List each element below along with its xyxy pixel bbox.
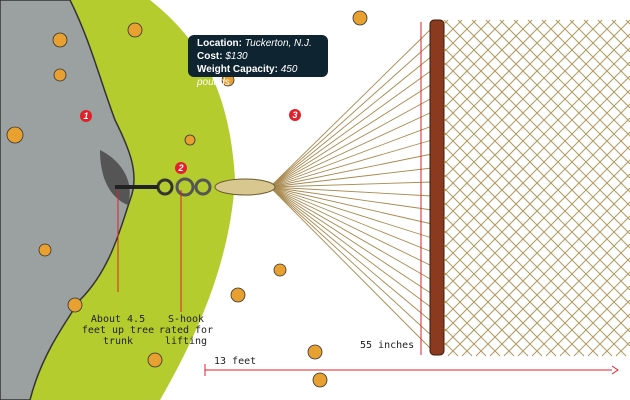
rope-strand: [269, 186, 433, 253]
cost-value: $130: [225, 51, 248, 62]
rope-strand: [269, 111, 433, 188]
net-strand: [443, 257, 543, 357]
net-strand: [443, 159, 630, 347]
arrow-head: [611, 365, 619, 375]
net-strand: [443, 201, 599, 357]
net-strand: [443, 173, 627, 357]
net-strand: [443, 19, 630, 207]
rope-strand: [269, 181, 433, 188]
rope-strand: [269, 186, 433, 281]
leaves: [6, 10, 368, 388]
cost-row: Cost: $130: [197, 50, 328, 63]
spreader-bar: [429, 19, 445, 356]
location-value: Tuckerton, N.J.: [244, 38, 312, 49]
rope-strand: [269, 27, 433, 188]
net-strand: [443, 61, 630, 249]
net-strand: [443, 327, 473, 357]
rope-strand: [269, 186, 433, 309]
length-label: 13 feet: [214, 356, 257, 367]
tree-height-label: About 4.5 feet up tree trunk: [81, 314, 155, 347]
rope-strand: [269, 186, 433, 197]
net-strand: [443, 47, 630, 235]
net-strand: [443, 271, 529, 357]
rope-strand: [269, 55, 433, 188]
rope-strand: [269, 186, 433, 337]
net-strand: [443, 285, 515, 357]
rope-strand: [269, 186, 433, 211]
rope-strand: [269, 153, 433, 188]
tree-knot: [100, 150, 130, 205]
rope-strand: [269, 69, 433, 188]
width-label: 55 inches: [360, 340, 415, 351]
net-strand: [443, 215, 585, 357]
hammock-ropes: [269, 27, 433, 351]
net-strand: [559, 285, 630, 357]
rope-strand: [269, 186, 433, 225]
net-strand: [443, 187, 613, 357]
net-strand: [573, 299, 630, 357]
rope-strand: [269, 186, 433, 323]
marker-2: 2: [175, 162, 187, 174]
rope-strand: [269, 167, 433, 188]
rope-strand: [269, 186, 433, 239]
location-label: Location:: [197, 38, 242, 49]
marker-3: 3: [289, 109, 301, 121]
capacity-value: 450 pounds: [197, 64, 298, 88]
rope-knot: [214, 178, 276, 196]
net-strand: [531, 257, 630, 357]
net-strand: [443, 243, 557, 357]
net-strand: [443, 145, 630, 333]
net-strand: [443, 75, 630, 263]
net-strand: [443, 313, 487, 357]
net-strand: [615, 341, 630, 357]
hammock-net: [443, 19, 630, 357]
net-strand: [443, 131, 630, 319]
net-strand: [443, 117, 630, 305]
ring: [194, 178, 212, 196]
info-box: Location: Tuckerton, N.J. Cost: $130 Wei…: [188, 35, 328, 88]
net-strand: [545, 271, 630, 357]
capacity-row: Weight Capacity: 450 pounds: [197, 63, 328, 89]
location-row: Location: Tuckerton, N.J.: [197, 37, 328, 50]
net-strand: [443, 341, 459, 357]
rope-strand: [269, 125, 433, 188]
net-strand: [443, 89, 630, 277]
net-strand: [601, 327, 630, 357]
net-strand: [503, 229, 630, 357]
rope-strand: [269, 186, 433, 267]
rope-strand: [269, 41, 433, 188]
rope-strand: [269, 139, 433, 188]
net-strand: [443, 229, 571, 357]
net-strand: [443, 299, 501, 357]
cost-label: Cost:: [197, 51, 223, 62]
net-strand: [489, 215, 630, 357]
net-strand: [443, 33, 630, 221]
marker-1: 1: [80, 110, 92, 122]
net-strand: [517, 243, 630, 357]
net-strand: [475, 201, 630, 357]
hook-label: S-hook rated for lifting: [158, 314, 214, 347]
rope-strand: [269, 97, 433, 188]
tree-trunk: [0, 0, 135, 400]
net-strand: [443, 103, 630, 291]
s-hook-icon: [175, 177, 195, 197]
rope-strand: [269, 186, 433, 295]
rope-strand: [269, 186, 433, 351]
net-strand: [447, 173, 630, 357]
net-strand: [587, 313, 630, 357]
capacity-label: Weight Capacity:: [197, 64, 278, 75]
net-strand: [461, 187, 630, 357]
rope-strand: [269, 83, 433, 188]
